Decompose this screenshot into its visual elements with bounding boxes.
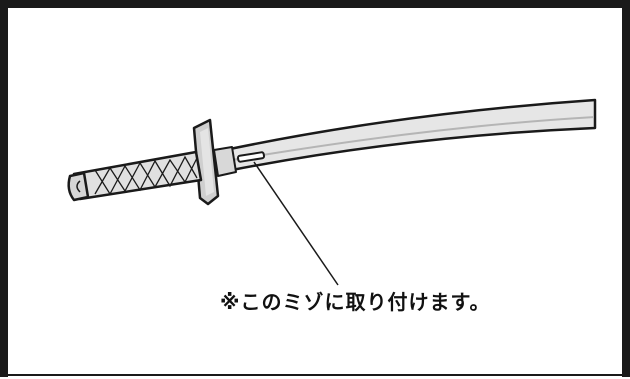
- sword-handle: [72, 150, 203, 201]
- sword-guard-highlight: [200, 128, 214, 196]
- blade-collar: [213, 146, 237, 177]
- handle-pommel: [67, 171, 90, 202]
- handle-wrap-pattern: [94, 155, 198, 196]
- groove-slot: [236, 151, 266, 163]
- callout-leader-line: [253, 161, 339, 286]
- instruction-caption: ※このミゾに取り付けます。: [220, 290, 491, 314]
- blade-ridge: [231, 116, 596, 161]
- handle-pommel-mark: [76, 180, 81, 193]
